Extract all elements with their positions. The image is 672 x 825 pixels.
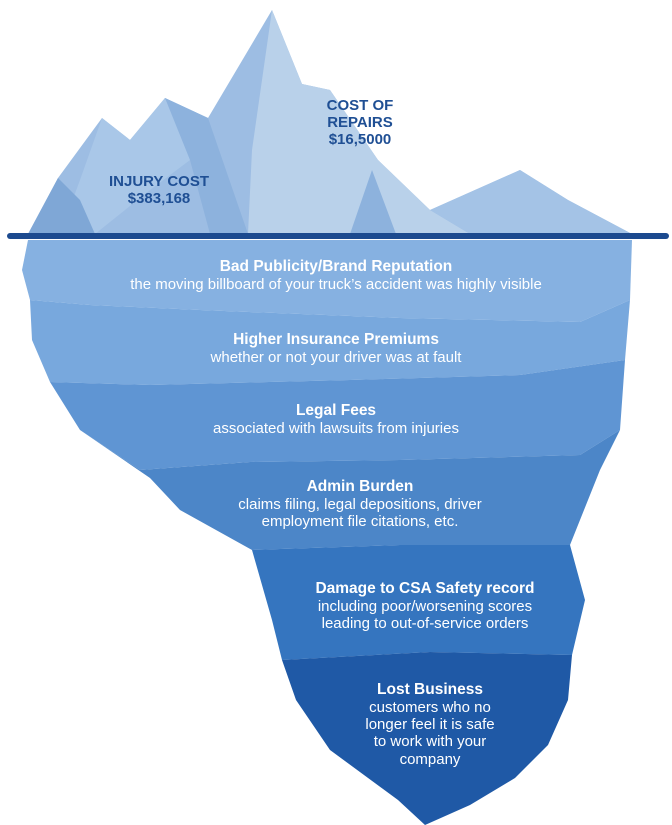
layer-desc: leading to out-of-service orders xyxy=(321,615,529,633)
layer-label-csa-safety: Damage to CSA Safety record including po… xyxy=(270,580,580,632)
layer-desc: longer feel it is safe xyxy=(365,716,495,734)
repairs-cost-value: $16,5000 xyxy=(328,130,392,148)
injury-cost-value: $383,168 xyxy=(127,189,191,207)
iceberg-tip-shadow-right xyxy=(350,170,396,234)
layer-label-lost-business: Lost Business customers who no longer fe… xyxy=(330,681,530,768)
iceberg-tip-facet-right xyxy=(430,170,632,234)
iceberg-tip-facet-left xyxy=(60,98,208,234)
repairs-cost-line-1: COST OF xyxy=(326,97,394,114)
layer-title: Higher Insurance Premiums xyxy=(233,331,439,348)
layer-desc: customers who no xyxy=(369,698,491,716)
iceberg-underwater xyxy=(22,240,632,825)
repairs-cost-line-2: REPAIRS xyxy=(327,113,393,131)
layer-title: Admin Burden xyxy=(306,478,414,495)
layer-desc: the moving billboard of your truck’s acc… xyxy=(130,275,542,293)
layer-desc: associated with lawsuits from injuries xyxy=(213,419,459,437)
layer-label-admin-burden: Admin Burden claims filing, legal deposi… xyxy=(150,478,570,530)
layer-desc: to work with your xyxy=(373,733,487,751)
iceberg-tip-light-facet xyxy=(248,10,470,234)
layer-label-bad-publicity: Bad Publicity/Brand Reputation the movin… xyxy=(60,258,612,293)
layer-title: Damage to CSA Safety record xyxy=(315,580,535,597)
layer-shape-2 xyxy=(30,300,630,385)
layer-desc: employment file citations, etc. xyxy=(261,513,459,531)
iceberg-tip xyxy=(28,10,632,234)
repairs-cost-label: COST OF REPAIRS $16,5000 xyxy=(300,97,420,148)
layer-label-insurance: Higher Insurance Premiums whether or not… xyxy=(60,331,612,366)
layer-label-legal-fees: Legal Fees associated with lawsuits from… xyxy=(60,402,612,437)
iceberg-tip-shadow-mid xyxy=(165,98,248,234)
layer-desc: whether or not your driver was at fault xyxy=(210,348,462,366)
injury-cost-title: INJURY COST xyxy=(108,173,210,190)
layer-shape-6 xyxy=(282,652,572,825)
layer-shape-5 xyxy=(252,545,585,660)
layer-shape-1 xyxy=(22,240,632,322)
layer-title: Bad Publicity/Brand Reputation xyxy=(219,258,453,275)
layer-shape-4 xyxy=(80,430,620,550)
layer-desc: company xyxy=(399,750,461,768)
layer-shape-3 xyxy=(50,360,625,470)
layer-desc: claims filing, legal depositions, driver xyxy=(238,495,482,513)
layer-title: Lost Business xyxy=(377,681,483,698)
iceberg-tip-shadow-left xyxy=(28,178,95,234)
injury-cost-label: INJURY COST $383,168 xyxy=(88,173,230,208)
layer-title: Legal Fees xyxy=(295,402,377,419)
layer-desc: including poor/worsening scores xyxy=(317,597,533,615)
